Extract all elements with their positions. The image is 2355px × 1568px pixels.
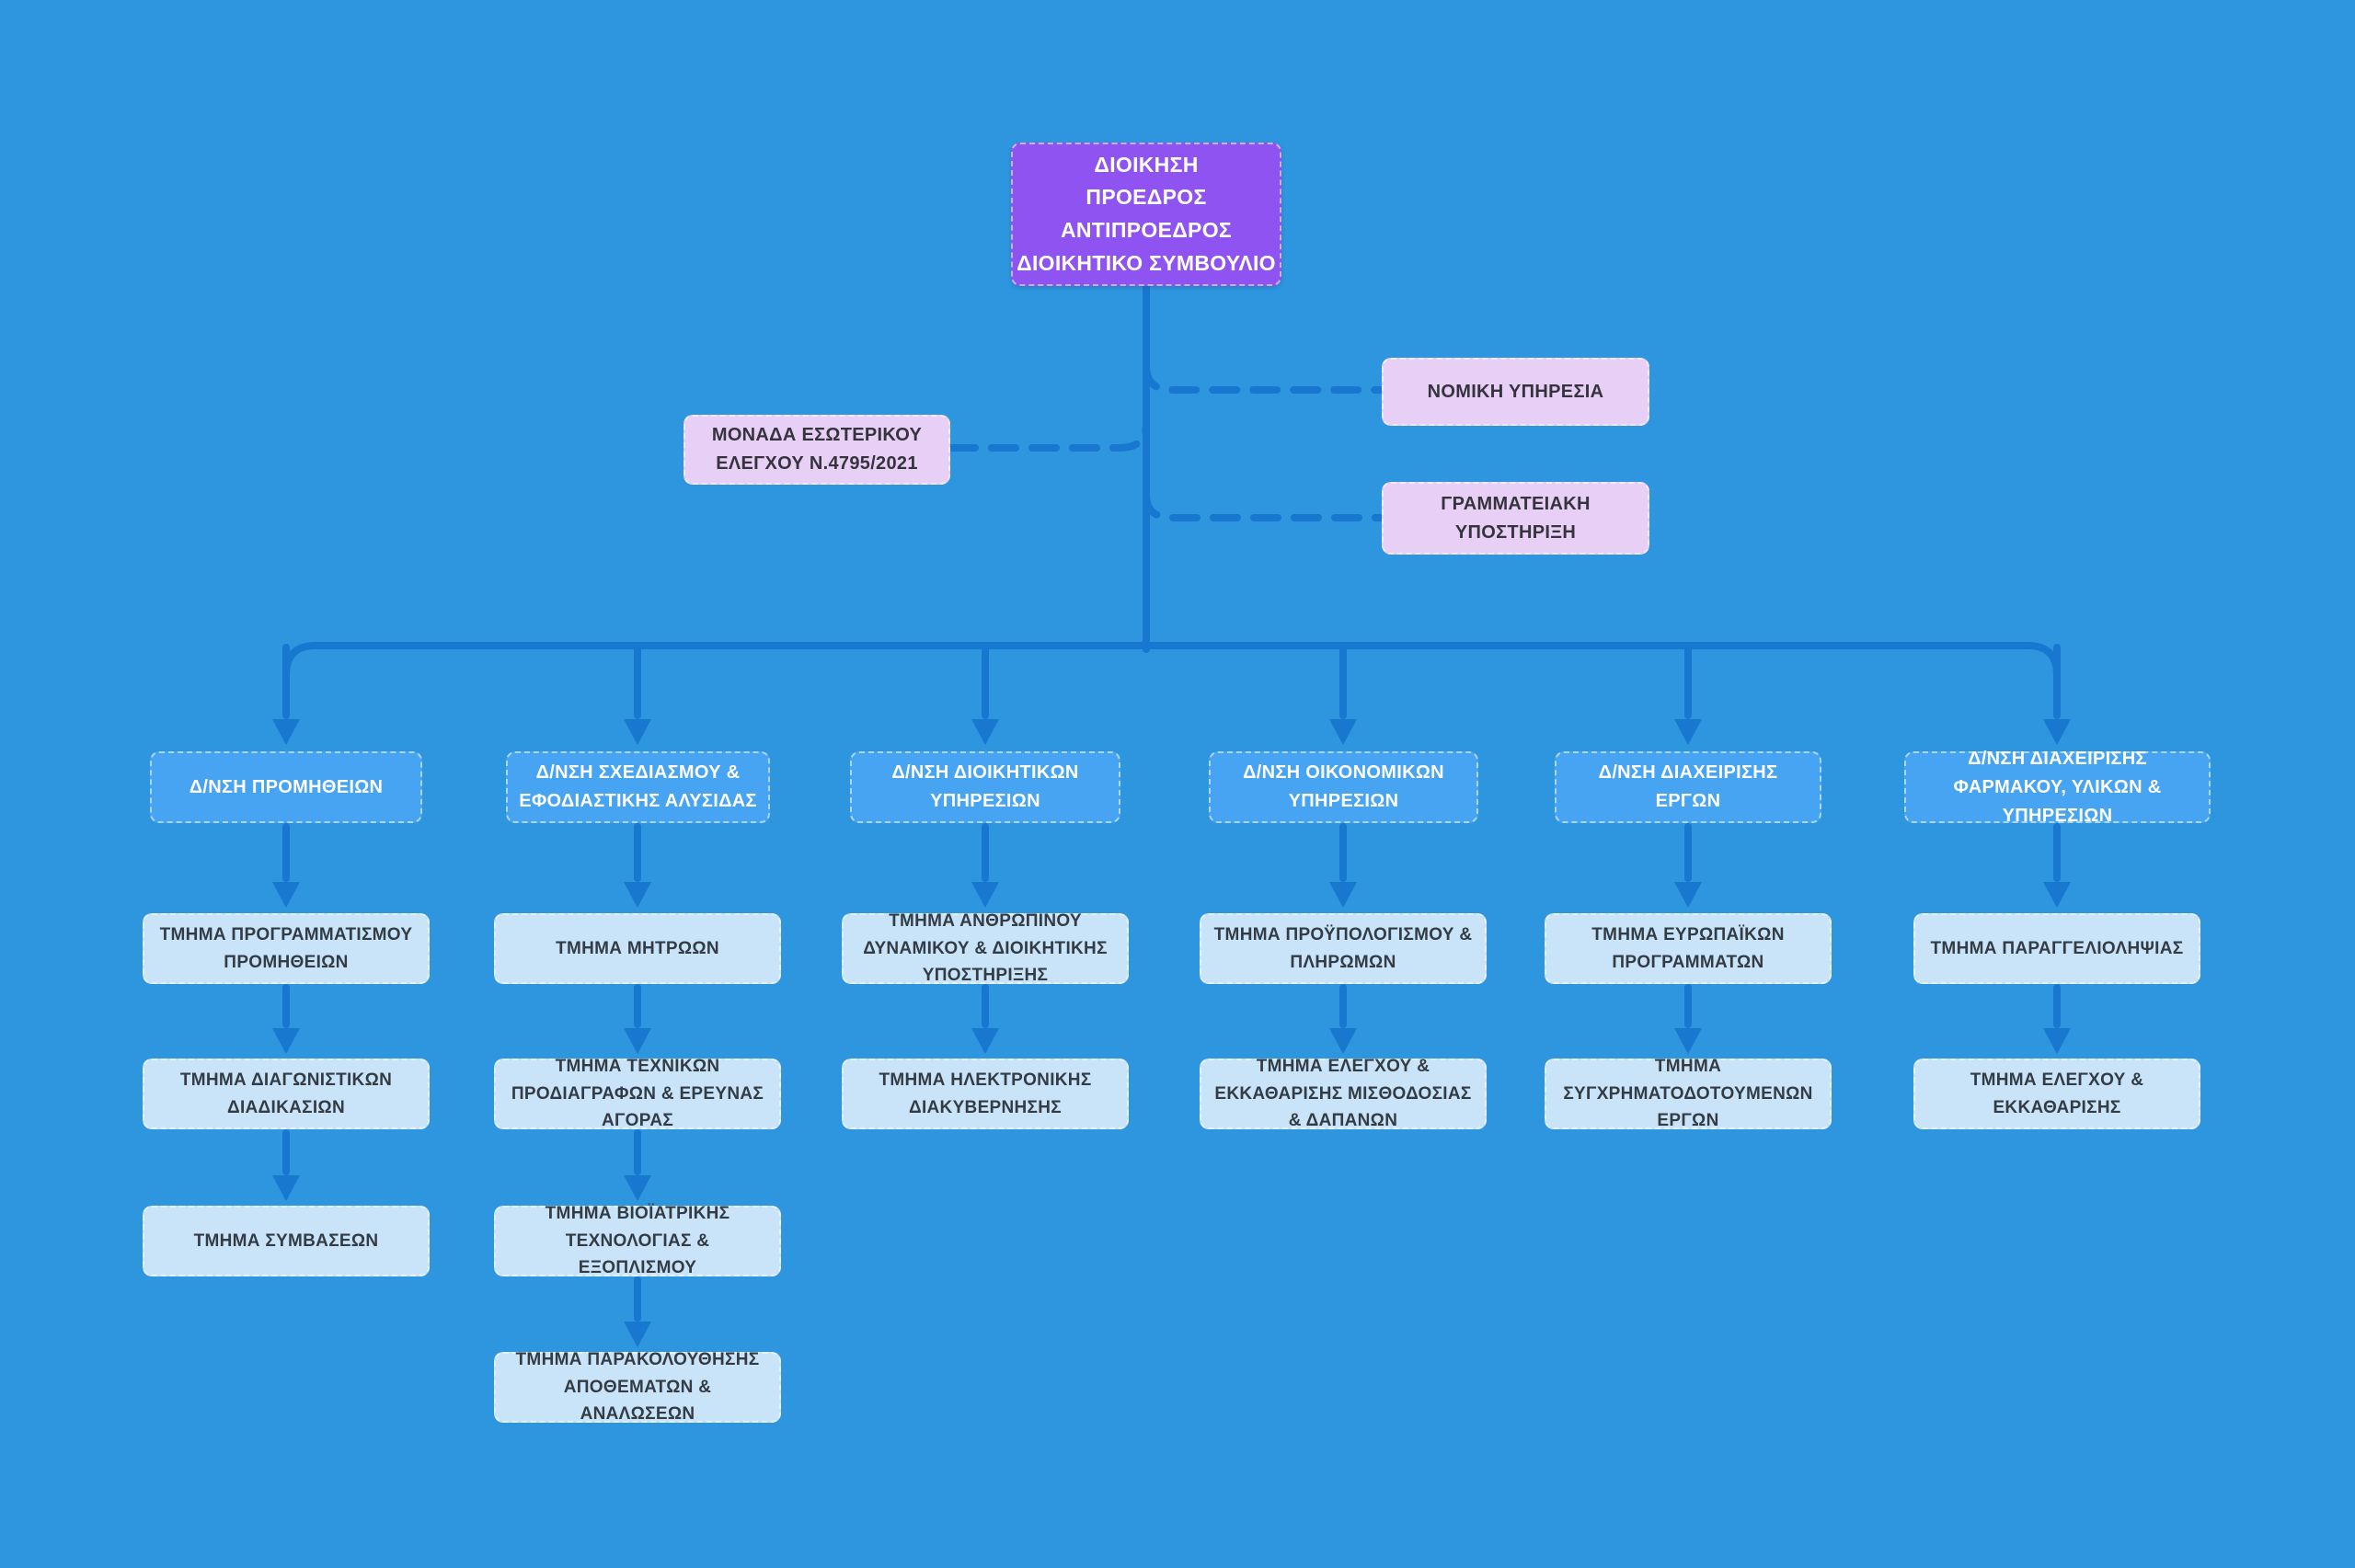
node-division-procurement[interactable]: Δ/ΝΣΗ ΠΡΟΜΗΘΕΙΩΝ xyxy=(150,751,422,823)
node-dept-e-governance[interactable]: ΤΜΗΜΑ ΗΛΕΚΤΡΟΝΙΚΗΣ ΔΙΑΚΥΒΕΡΝΗΣΗΣ xyxy=(842,1059,1129,1129)
node-legal-service[interactable]: ΝΟΜΙΚΗ ΥΠΗΡΕΣΙΑ xyxy=(1382,358,1649,426)
connector-arrow xyxy=(634,644,641,719)
node-dept-order-taking[interactable]: ΤΜΗΜΑ ΠΑΡΑΓΓΕΛΙΟΛΗΨΙΑΣ xyxy=(1913,913,2200,984)
node-administration[interactable]: ΔΙΟΙΚΗΣΗ ΠΡΟΕΔΡΟΣ ΑΝΤΙΠΡΟΕΔΡΟΣ ΔΙΟΙΚΗΤΙΚ… xyxy=(1011,143,1281,286)
connector-arrow xyxy=(282,644,290,719)
node-internal-audit-unit[interactable]: ΜΟΝΑΔΑ ΕΣΩΤΕΡΙΚΟΥ ΕΛΕΓΧΟΥ Ν.4795/2021 xyxy=(684,415,950,485)
node-dept-budget-payments[interactable]: ΤΜΗΜΑ ΠΡΟΫΠΟΛΟΓΙΣΜΟΥ & ΠΛΗΡΩΜΩΝ xyxy=(1200,913,1487,984)
dashed-line-internal-audit xyxy=(948,421,1150,452)
connector-arrow xyxy=(2053,823,2061,882)
connector-arrow xyxy=(982,644,989,719)
node-dept-payroll-expense-audit[interactable]: ΤΜΗΜΑ ΕΛΕΓΧΟΥ & ΕΚΚΑΘΑΡΙΣΗΣ ΜΙΣΘΟΔΟΣΙΑΣ … xyxy=(1200,1057,1487,1130)
node-dept-cofunded-projects[interactable]: ΤΜΗΜΑ ΣΥΓΧΡΗΜΑΤΟΔΟΤΟΥΜΕΝΩΝ ΕΡΓΩΝ xyxy=(1545,1057,1832,1130)
node-division-project-management[interactable]: Δ/ΝΣΗ ΔΙΑΧΕΙΡΙΣΗΣ ΕΡΓΩΝ xyxy=(1555,751,1821,823)
connector-arrow xyxy=(634,1129,641,1175)
node-division-financial-services[interactable]: Δ/ΝΣΗ ΟΙΚΟΝΟΜΙΚΩΝ ΥΠΗΡΕΣΙΩΝ xyxy=(1209,751,1478,823)
node-dept-hr-admin-support[interactable]: ΤΜΗΜΑ ΑΝΘΡΩΠΙΝΟΥ ΔΥΝΑΜΙΚΟΥ & ΔΙΟΙΚΗΤΙΚΗΣ… xyxy=(842,911,1129,985)
connector-arrow xyxy=(282,984,290,1028)
connector-arrow xyxy=(982,823,989,882)
node-dept-contracts[interactable]: ΤΜΗΜΑ ΣΥΜΒΑΣΕΩΝ xyxy=(143,1206,430,1276)
connector-arrow xyxy=(1339,644,1347,719)
connector-arrow xyxy=(1684,984,1692,1028)
connector-arrow xyxy=(1339,823,1347,882)
connector-arrow xyxy=(2053,984,2061,1028)
node-dept-biomedical-technology-equipment[interactable]: ΤΜΗΜΑ ΒΙΟΪΑΤΡΙΚΗΣ ΤΕΧΝΟΛΟΓΙΑΣ & ΕΞΟΠΛΙΣΜ… xyxy=(494,1204,781,1277)
connector-arrow xyxy=(282,823,290,882)
connector-arrow xyxy=(2053,644,2061,719)
connector-arrow xyxy=(982,984,989,1028)
dashed-line-legal xyxy=(1143,362,1384,394)
connector-arrow xyxy=(634,823,641,882)
node-dept-registries[interactable]: ΤΜΗΜΑ ΜΗΤΡΩΩΝ xyxy=(494,913,781,984)
dashed-line-secretariat xyxy=(1143,491,1384,521)
connector-arrow xyxy=(634,984,641,1028)
node-division-administrative-services[interactable]: Δ/ΝΣΗ ΔΙΟΙΚΗΤΙΚΩΝ ΥΠΗΡΕΣΙΩΝ xyxy=(850,751,1120,823)
node-dept-european-programmes[interactable]: ΤΜΗΜΑ ΕΥΡΩΠΑΪΚΩΝ ΠΡΟΓΡΑΜΜΑΤΩΝ xyxy=(1545,913,1832,984)
connector-arrow xyxy=(1339,984,1347,1028)
connector-arrow xyxy=(1684,823,1692,882)
bus-line xyxy=(282,642,2061,689)
connector-arrow xyxy=(282,1129,290,1175)
connector-arrow xyxy=(634,1276,641,1322)
node-dept-procurement-planning[interactable]: ΤΜΗΜΑ ΠΡΟΓΡΑΜΜΑΤΙΣΜΟΥ ΠΡΟΜΗΘΕΙΩΝ xyxy=(143,913,430,984)
node-division-pharma-materials-services[interactable]: Δ/ΝΣΗ ΔΙΑΧΕΙΡΙΣΗΣ ΦΑΡΜΑΚΟΥ, ΥΛΙΚΩΝ & ΥΠΗ… xyxy=(1904,749,2211,826)
node-dept-tender-procedures[interactable]: ΤΜΗΜΑ ΔΙΑΓΩΝΙΣΤΙΚΩΝ ΔΙΑΔΙΚΑΣΙΩΝ xyxy=(143,1059,430,1129)
connector-arrow xyxy=(1684,644,1692,719)
node-dept-stock-consumables-monitoring[interactable]: ΤΜΗΜΑ ΠΑΡΑΚΟΛΟΥΘΗΣΗΣ ΑΠΟΘΕΜΑΤΩΝ & ΑΝΑΛΩΣ… xyxy=(494,1350,781,1424)
node-division-planning-supply-chain[interactable]: Δ/ΝΣΗ ΣΧΕΔΙΑΣΜΟΥ & ΕΦΟΔΙΑΣΤΙΚΗΣ ΑΛΥΣΙΔΑΣ xyxy=(506,751,770,823)
node-secretarial-support[interactable]: ΓΡΑΜΜΑΤΕΙΑΚΗ ΥΠΟΣΤΗΡΙΞΗ xyxy=(1382,482,1649,555)
node-dept-audit-clearance[interactable]: ΤΜΗΜΑ ΕΛΕΓΧΟΥ & ΕΚΚΑΘΑΡΙΣΗΣ xyxy=(1913,1059,2200,1129)
node-dept-technical-specs-market-research[interactable]: ΤΜΗΜΑ ΤΕΧΝΙΚΩΝ ΠΡΟΔΙΑΓΡΑΦΩΝ & ΕΡΕΥΝΑΣ ΑΓ… xyxy=(494,1057,781,1130)
